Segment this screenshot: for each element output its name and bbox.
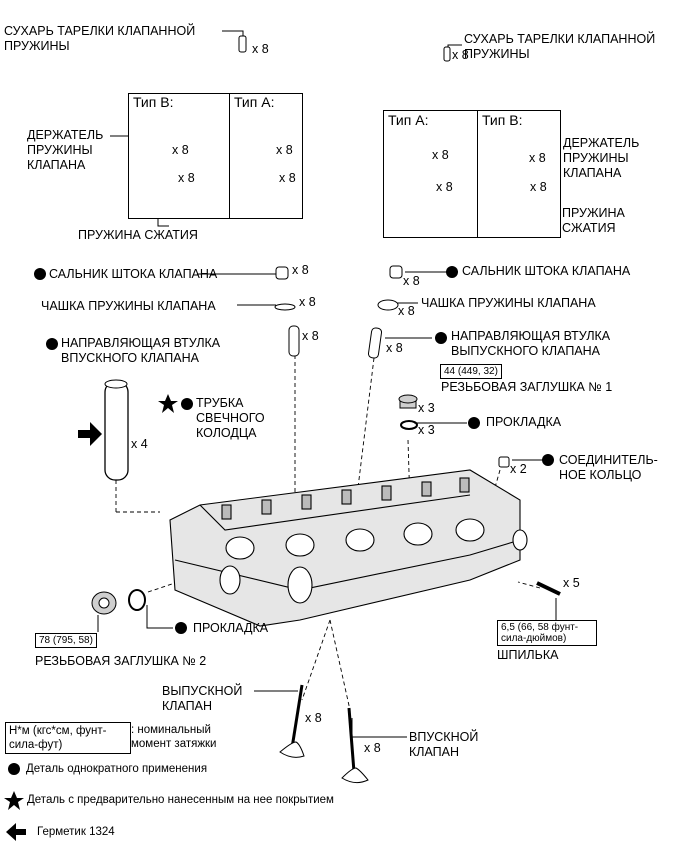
non-reusable-dot-icon: [542, 454, 554, 466]
stud-torque-box: 6,5 (66, 58 фунт- сила-дюймов): [497, 620, 597, 646]
stud-qty: x 5: [563, 576, 580, 590]
spring-cup-icon: [274, 303, 296, 311]
spring-qty-a-left: x 8: [279, 171, 296, 185]
plug1-label: РЕЗЬБОВАЯ ЗАГЛУШКА № 1: [441, 380, 613, 394]
spring-cup-qty-left: x 8: [299, 295, 316, 309]
plug-gasket-qty: x 3: [418, 423, 435, 437]
holder-qty-b-right: x 8: [529, 151, 546, 165]
stem-seal-icon: [389, 265, 403, 279]
non-reusable-dot-icon: [468, 417, 480, 429]
threaded-plug-1-icon: [398, 394, 418, 409]
exhaust-valve-qty: x 8: [305, 711, 322, 725]
type-a-right-box: [383, 110, 478, 238]
legend-sealant: Герметик 1324: [37, 826, 115, 838]
holder-label-left: ДЕРЖАТЕЛЬ ПРУЖИНЫ КЛАПАНА: [27, 128, 104, 172]
left-type-a-title: Тип A:: [234, 94, 275, 110]
spark-plug-tube-icon: [104, 379, 129, 481]
stem-seal-qty-left: x 8: [292, 263, 309, 277]
retainer-lock-qty-right: x 8: [452, 48, 469, 62]
legend-torque-box: Н*м (кгс*см, фунт- сила-фут): [5, 722, 131, 754]
spring-qty-b-left: x 8: [178, 171, 195, 185]
left-type-b-title: Тип B:: [133, 94, 174, 110]
plug-gasket-icon: [128, 589, 146, 611]
exhaust-guide-label: НАПРАВЛЯЮЩАЯ ВТУЛКА ВЫПУСКНОГО КЛАПАНА: [451, 329, 611, 358]
spring-label-right: ПРУЖИНА СЖАТИЯ: [562, 206, 625, 235]
legend-non-reusable: Деталь однократного применения: [26, 763, 208, 775]
plug2-torque-box: 78 (795, 58): [35, 633, 97, 648]
stud-label: ШПИЛЬКА: [497, 648, 559, 662]
intake-valve-icon: [341, 707, 369, 784]
valve-guide-icon: [288, 325, 300, 357]
legend-torque-desc: : номинальный момент затяжки: [131, 724, 217, 750]
spring-label-left: ПРУЖИНА СЖАТИЯ: [78, 228, 198, 242]
union-ring-qty: x 2: [510, 462, 527, 476]
non-reusable-dot-icon: [8, 763, 20, 775]
spring-cup-label-left: ЧАШКА ПРУЖИНЫ КЛАПАНА: [41, 299, 216, 313]
spring-qty-a-right: x 8: [436, 180, 453, 194]
spark-plug-tube-qty: x 4: [131, 437, 148, 451]
intake-valve-label: ВПУСКНОЙ КЛАПАН: [409, 730, 479, 759]
non-reusable-dot-icon: [46, 338, 58, 350]
sealant-arrow-icon: [78, 422, 102, 446]
threaded-plug-2-icon: [91, 591, 117, 615]
type-a-left-box: [229, 93, 303, 219]
plug-gasket-icon: [400, 420, 418, 430]
sealant-arrow-icon: [6, 823, 26, 841]
non-reusable-dot-icon: [435, 332, 447, 344]
stem-seal-qty-right: x 8: [403, 274, 420, 288]
precoated-star-icon: [158, 394, 178, 413]
holder-qty-b-left: x 8: [172, 143, 189, 157]
exhaust-valve-icon: [279, 684, 305, 758]
plug2-label: РЕЗЬБОВАЯ ЗАГЛУШКА № 2: [35, 654, 207, 668]
intake-valve-qty: x 8: [364, 741, 381, 755]
intake-guide-label: НАПРАВЛЯЮЩАЯ ВТУЛКА ВПУСКНОГО КЛАПАНА: [61, 336, 221, 365]
non-reusable-dot-icon: [446, 266, 458, 278]
retainer-lock-label-right: СУХАРЬ ТАРЕЛКИ КЛАПАННОЙ ПРУЖИНЫ: [464, 32, 656, 61]
valve-guide-icon: [367, 327, 383, 359]
holder-qty-a-left: x 8: [276, 143, 293, 157]
union-ring-label: СОЕДИНИТЕЛЬ- НОЕ КОЛЬЦО: [559, 453, 658, 482]
non-reusable-dot-icon: [34, 268, 46, 280]
intake-guide-qty: x 8: [302, 329, 319, 343]
plug1-qty: x 3: [418, 401, 435, 415]
holder-label-right: ДЕРЖАТЕЛЬ ПРУЖИНЫ КЛАПАНА: [563, 136, 640, 180]
spring-cup-icon: [377, 299, 399, 311]
type-b-right-box: [477, 110, 561, 238]
spring-cup-qty-right: x 8: [398, 304, 415, 318]
non-reusable-dot-icon: [175, 622, 187, 634]
retainer-lock-label-left: СУХАРЬ ТАРЕЛКИ КЛАПАННОЙ ПРУЖИНЫ: [4, 24, 196, 53]
stud-icon: [536, 581, 561, 596]
retainer-lock-qty-left: x 8: [252, 42, 269, 56]
non-reusable-dot-icon: [181, 398, 193, 410]
plug1-torque-box: 44 (449, 32): [440, 364, 502, 379]
right-type-b-title: Тип B:: [482, 112, 523, 128]
holder-qty-a-right: x 8: [432, 148, 449, 162]
right-type-a-title: Тип A:: [388, 112, 429, 128]
type-b-left-box: [128, 93, 230, 219]
retainer-lock-icon: [238, 35, 247, 53]
retainer-lock-icon: [443, 46, 451, 62]
stem-seal-icon: [275, 266, 289, 280]
cylinder-head-icon: [169, 469, 528, 627]
stem-seal-label-left: САЛЬНИК ШТОКА КЛАПАНА: [49, 267, 218, 281]
plug2-gasket-label: ПРОКЛАДКА: [193, 621, 269, 635]
spring-qty-b-right: x 8: [530, 180, 547, 194]
union-ring-icon: [498, 456, 510, 468]
exhaust-guide-qty: x 8: [386, 341, 403, 355]
stem-seal-label-right: САЛЬНИК ШТОКА КЛАПАНА: [462, 264, 631, 278]
spark-plug-tube-label: ТРУБКА СВЕЧНОГО КОЛОДЦА: [196, 396, 265, 440]
precoated-star-icon: [4, 791, 24, 810]
spring-cup-label-right: ЧАШКА ПРУЖИНЫ КЛАПАНА: [421, 296, 596, 310]
legend-precoated: Деталь с предварительно нанесенным на не…: [27, 794, 334, 806]
plug-gasket-label-right: ПРОКЛАДКА: [486, 415, 562, 429]
exhaust-valve-label: ВЫПУСКНОЙ КЛАПАН: [162, 684, 243, 713]
